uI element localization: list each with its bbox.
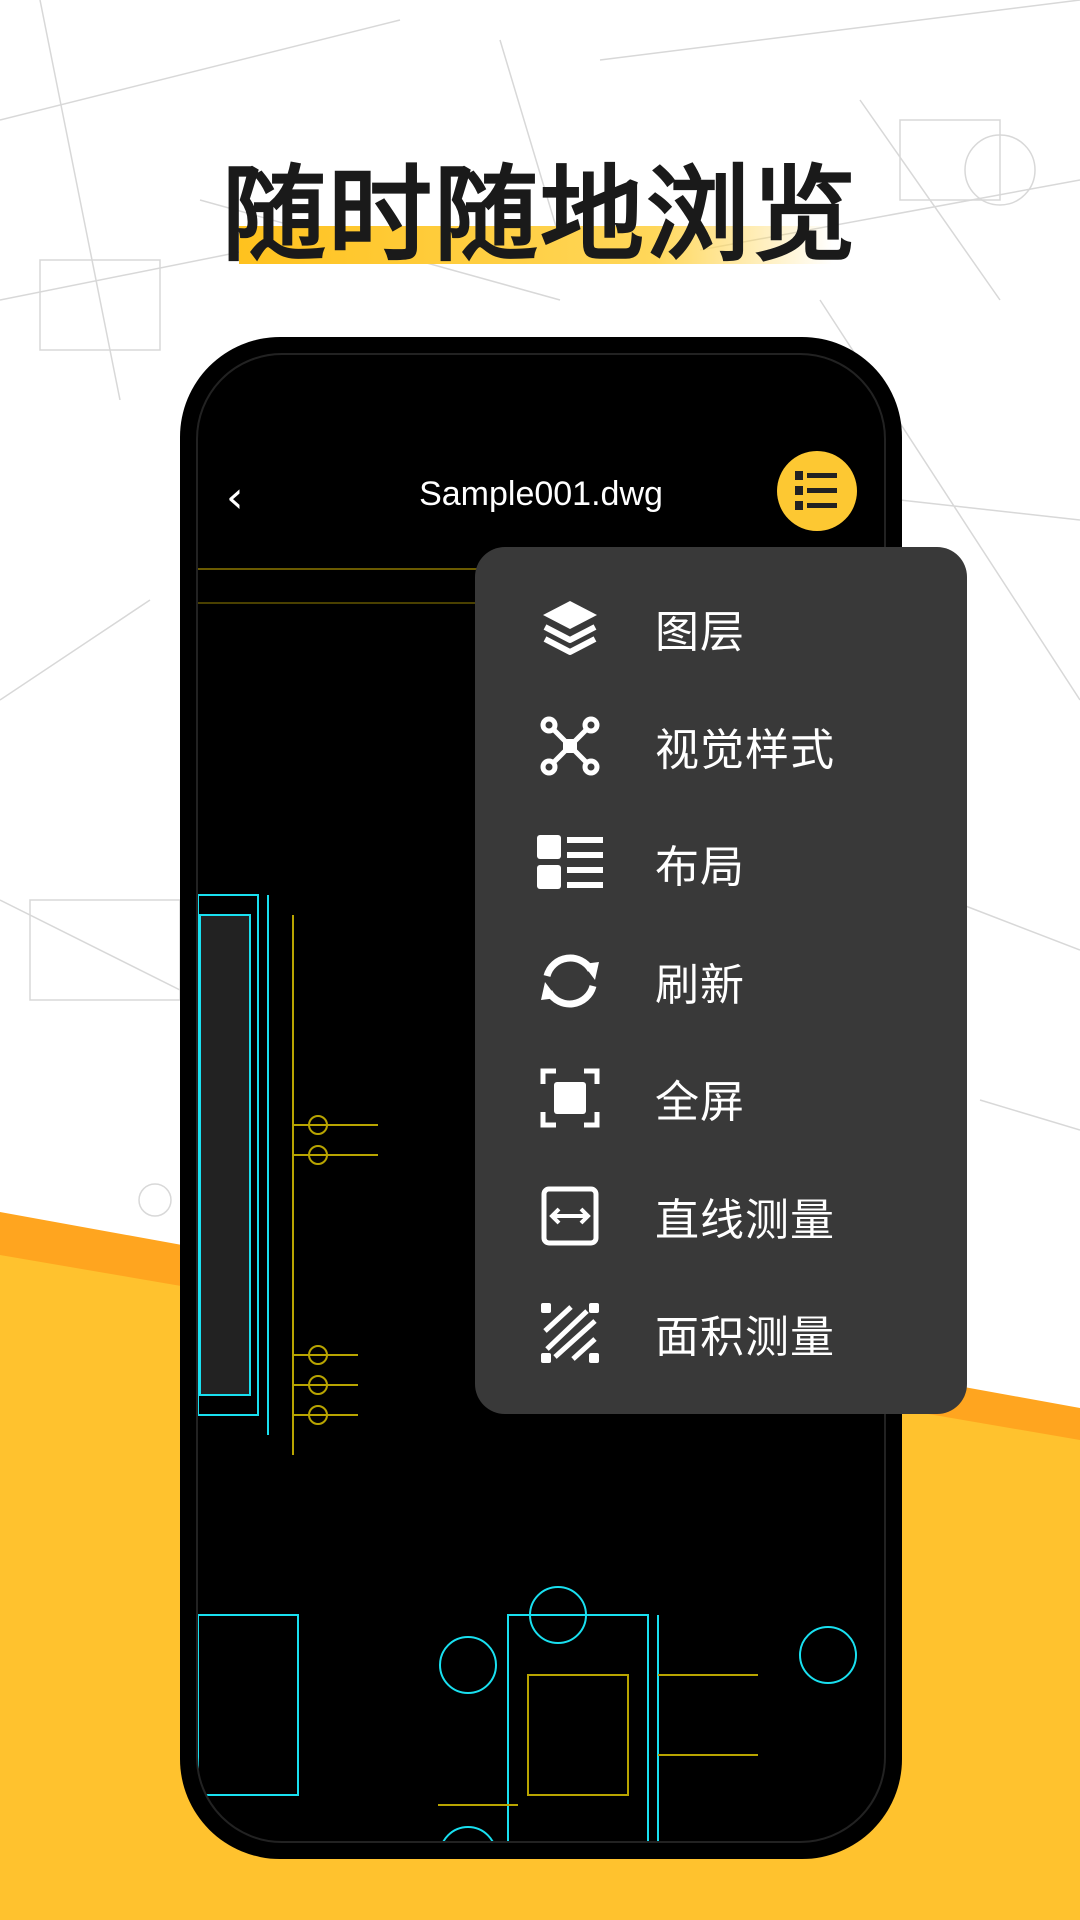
file-title: Sample001.dwg <box>419 475 663 513</box>
menu-item-label: 刷新 <box>655 960 745 1011</box>
options-menu: 图层 视觉样式 布局 刷新 全屏 直线测量 面积测量 <box>475 547 967 1414</box>
menu-item-label: 图层 <box>655 607 745 658</box>
menu-item-layers[interactable]: 图层 <box>475 573 967 683</box>
menu-item-visual-style[interactable]: 视觉样式 <box>475 691 967 801</box>
layers-icon <box>535 593 605 663</box>
fullscreen-icon <box>535 1063 605 1133</box>
linear-measure-icon <box>535 1181 605 1251</box>
headline-highlight <box>239 226 833 264</box>
menu-item-linear-measure[interactable]: 直线测量 <box>475 1161 967 1271</box>
cad-drawing-canvas[interactable] <box>198 555 886 1843</box>
menu-item-label: 视觉样式 <box>655 725 835 776</box>
menu-item-layout[interactable]: 布局 <box>475 808 967 918</box>
menu-item-area-measure[interactable]: 面积测量 <box>475 1278 967 1388</box>
nodes-icon <box>535 711 605 781</box>
menu-button[interactable] <box>777 451 857 531</box>
menu-item-label: 布局 <box>655 842 745 893</box>
menu-item-refresh[interactable]: 刷新 <box>475 926 967 1036</box>
refresh-icon <box>535 946 605 1016</box>
list-icon <box>795 471 837 510</box>
headline: 随时随地浏览 <box>221 154 858 276</box>
menu-item-label: 全屏 <box>655 1077 745 1128</box>
menu-item-label: 直线测量 <box>655 1195 835 1246</box>
viewer-header: ‹ Sample001.dwg <box>198 445 884 555</box>
layout-icon <box>535 828 605 898</box>
menu-item-label: 面积测量 <box>655 1312 835 1363</box>
menu-item-fullscreen[interactable]: 全屏 <box>475 1043 967 1153</box>
area-measure-icon <box>535 1298 605 1368</box>
back-button[interactable]: ‹ <box>226 472 244 523</box>
